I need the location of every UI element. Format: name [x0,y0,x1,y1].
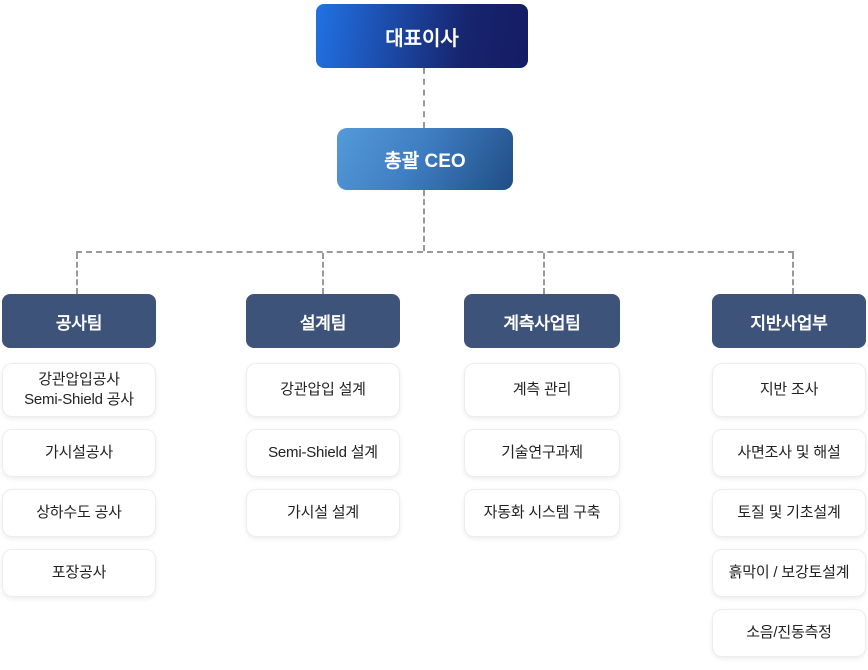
team-column-ground: 지반사업부 지반 조사 사면조사 및 해설 토질 및 기초설계 흙막이 / 보강… [712,294,866,657]
team-items-measurement: 계측 관리 기술연구과제 자동화 시스템 구축 [464,363,620,537]
team-column-design: 설계팀 강관압입 설계 Semi-Shield 설계 가시설 설계 [246,294,400,537]
team-item: 기술연구과제 [464,429,620,477]
team-items-ground: 지반 조사 사면조사 및 해설 토질 및 기초설계 흙막이 / 보강토설계 소음… [712,363,866,657]
connector-drop-construction [76,253,78,294]
team-header-design: 설계팀 [246,294,400,348]
team-items-design: 강관압입 설계 Semi-Shield 설계 가시설 설계 [246,363,400,537]
connector-bus-horizontal [76,251,794,253]
connector-root-to-ceo [423,68,425,128]
team-column-construction: 공사팀 강관압입공사 Semi-Shield 공사 가시설공사 상하수도 공사 … [2,294,156,597]
team-item: 소음/진동측정 [712,609,866,657]
team-column-measurement: 계측사업팀 계측 관리 기술연구과제 자동화 시스템 구축 [464,294,620,537]
team-item: Semi-Shield 설계 [246,429,400,477]
org-node-ceo-top: 대표이사 [316,4,528,68]
team-item: 자동화 시스템 구축 [464,489,620,537]
team-header-construction: 공사팀 [2,294,156,348]
connector-drop-measurement [543,253,545,294]
org-node-general-ceo: 총괄 CEO [337,128,513,190]
team-header-measurement: 계측사업팀 [464,294,620,348]
team-item: 가시설 설계 [246,489,400,537]
team-item: 토질 및 기초설계 [712,489,866,537]
connector-drop-ground [792,253,794,294]
team-item: 지반 조사 [712,363,866,417]
team-item: 상하수도 공사 [2,489,156,537]
team-items-construction: 강관압입공사 Semi-Shield 공사 가시설공사 상하수도 공사 포장공사 [2,363,156,597]
team-item: 사면조사 및 해설 [712,429,866,477]
team-item: 흙막이 / 보강토설계 [712,549,866,597]
team-header-ground: 지반사업부 [712,294,866,348]
team-item: 가시설공사 [2,429,156,477]
connector-drop-design [322,253,324,294]
team-item: 강관압입공사 Semi-Shield 공사 [2,363,156,417]
team-item: 계측 관리 [464,363,620,417]
connector-ceo-to-bus [423,190,425,251]
team-item: 강관압입 설계 [246,363,400,417]
team-item: 포장공사 [2,549,156,597]
